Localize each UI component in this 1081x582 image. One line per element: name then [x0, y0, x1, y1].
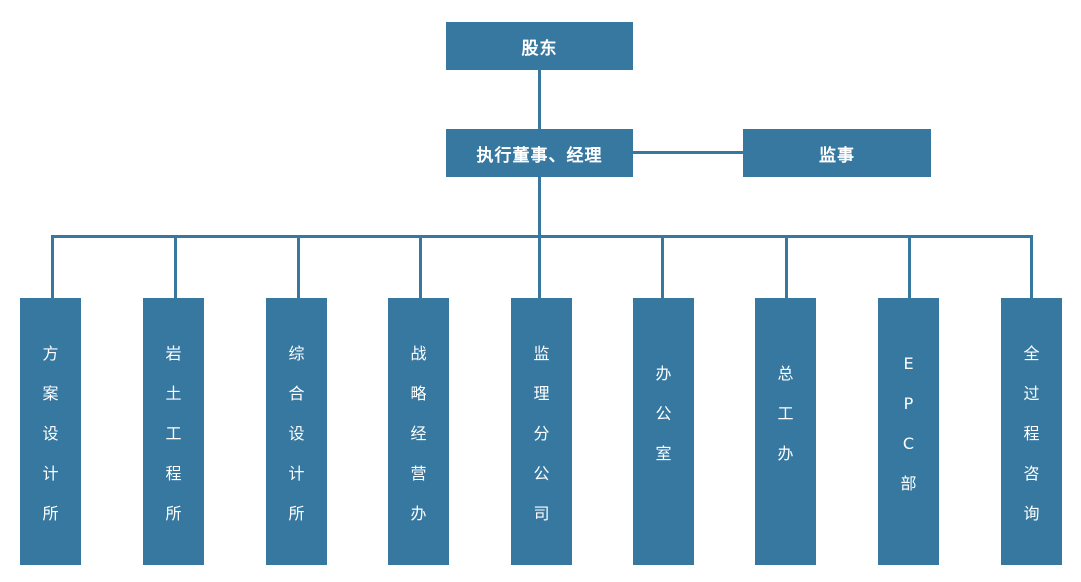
node-shareholders-label: 股东: [521, 38, 558, 59]
node-dept2[interactable]: 岩 土 工 程 所: [143, 298, 204, 565]
node-dept9[interactable]: 全 过 程 咨 询: [1001, 298, 1062, 565]
node-dept3-label: 综 合 设 计 所: [288, 344, 305, 523]
node-dept2-label: 岩 土 工 程 所: [165, 344, 182, 523]
node-executive-director[interactable]: 执行董事、经理: [446, 129, 633, 177]
connector-drop-dept4: [419, 235, 422, 298]
connector-shareholders-to-executive: [538, 70, 541, 129]
node-shareholders[interactable]: 股东: [446, 22, 633, 70]
connector-drop-dept9: [1030, 235, 1033, 298]
node-dept8[interactable]: E P C 部: [878, 298, 939, 565]
connector-horizontal-bus: [51, 235, 1033, 238]
connector-executive-to-supervisor: [633, 151, 743, 154]
node-dept9-label: 全 过 程 咨 询: [1023, 344, 1040, 523]
node-dept8-label: E P C 部: [900, 354, 917, 493]
node-dept1-label: 方 案 设 计 所: [42, 344, 59, 523]
connector-drop-dept8: [908, 235, 911, 298]
node-executive-director-label: 执行董事、经理: [476, 145, 603, 166]
node-dept5-label: 监 理 分 公 司: [533, 344, 550, 523]
node-supervisor-label: 监事: [819, 145, 855, 166]
connector-drop-dept6: [661, 235, 664, 298]
node-dept5[interactable]: 监 理 分 公 司: [511, 298, 572, 565]
connector-drop-dept2: [174, 235, 177, 298]
node-dept1[interactable]: 方 案 设 计 所: [20, 298, 81, 565]
node-dept3[interactable]: 综 合 设 计 所: [266, 298, 327, 565]
connector-drop-dept7: [785, 235, 788, 298]
node-dept4[interactable]: 战 略 经 营 办: [388, 298, 449, 565]
connector-drop-dept1: [51, 235, 54, 298]
node-dept7[interactable]: 总 工 办: [755, 298, 816, 565]
node-dept6[interactable]: 办 公 室: [633, 298, 694, 565]
node-dept7-label: 总 工 办: [777, 364, 794, 463]
node-dept4-label: 战 略 经 营 办: [410, 344, 427, 523]
node-dept6-label: 办 公 室: [655, 364, 672, 463]
connector-drop-dept3: [297, 235, 300, 298]
node-supervisor[interactable]: 监事: [743, 129, 931, 177]
